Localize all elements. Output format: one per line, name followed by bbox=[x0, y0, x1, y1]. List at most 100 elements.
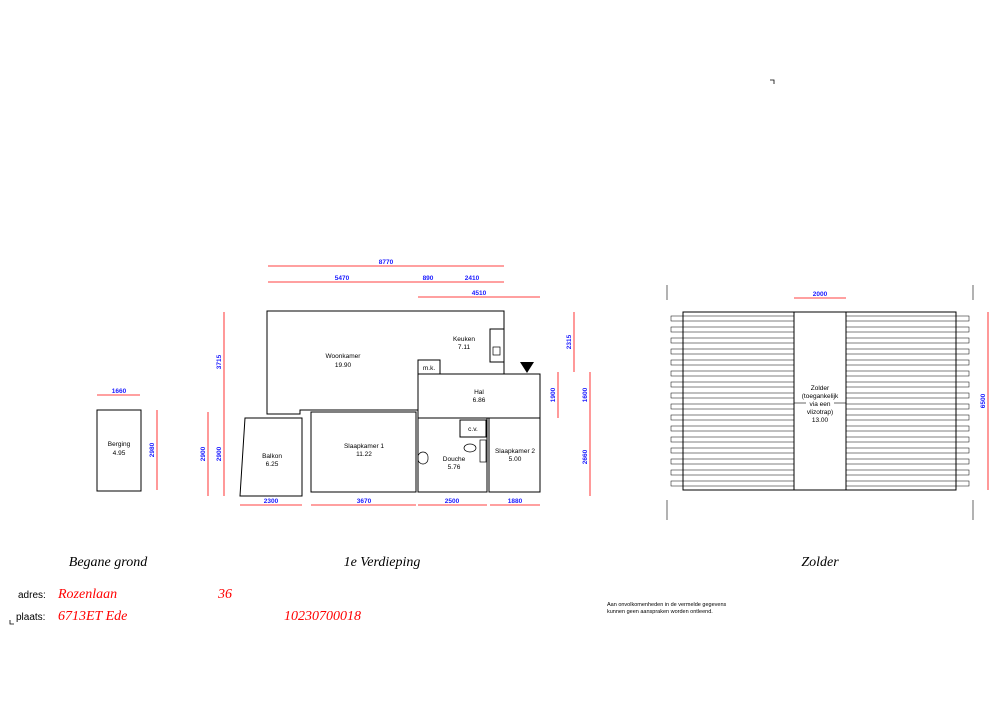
zolder-label-4: vlizotrap) bbox=[807, 409, 833, 416]
berging-label: Berging bbox=[108, 441, 131, 448]
plaats-value: 6713ET Ede bbox=[58, 609, 127, 624]
title-zolder: Zolder bbox=[801, 555, 839, 570]
stair-arrow-icon bbox=[520, 362, 534, 373]
dim-3670: 3670 bbox=[357, 498, 372, 505]
dim-berging-height: 2980 bbox=[149, 442, 156, 457]
slaapkamer2-room bbox=[488, 417, 541, 493]
corner-mark bbox=[770, 79, 775, 84]
slaapkamer1-area: 11.22 bbox=[356, 451, 372, 458]
zolder-area: 13.00 bbox=[812, 417, 829, 424]
dim-2900-a: 2900 bbox=[200, 446, 207, 461]
dim-890: 890 bbox=[423, 275, 434, 282]
slaapkamer1-room bbox=[310, 411, 417, 493]
roof-batten bbox=[670, 414, 795, 421]
douche-room bbox=[417, 417, 488, 493]
berging-plan: 1660 2980 Berging 4.95 bbox=[96, 388, 158, 492]
douche-label: Douche bbox=[443, 456, 466, 463]
keuken-area: 7.11 bbox=[458, 344, 471, 351]
roof-batten bbox=[845, 359, 970, 366]
roof-batten bbox=[670, 447, 795, 454]
balkon-label: Balkon bbox=[262, 453, 282, 460]
roof-batten bbox=[845, 348, 970, 355]
dim-5470: 5470 bbox=[335, 275, 350, 282]
plaats-label: plaats: bbox=[16, 612, 45, 623]
dim-2300: 2300 bbox=[264, 498, 279, 505]
upper-block-walls bbox=[266, 310, 541, 419]
roof-batten bbox=[670, 480, 795, 487]
cv-label: c.v. bbox=[468, 426, 478, 433]
dim-1600: 1600 bbox=[582, 387, 589, 402]
kitchen-counter bbox=[489, 328, 505, 363]
verdieping-plan: m.k. c.v. Woonkamer 19.90 Keuken 7.11 Ha… bbox=[239, 310, 541, 497]
woonkamer-label: Woonkamer bbox=[326, 353, 362, 360]
disclaimer-line-2: kunnen geen aanspraken worden ontleend. bbox=[607, 609, 713, 615]
keuken-label: Keuken bbox=[453, 336, 475, 343]
dim-2900-b: 2900 bbox=[216, 446, 223, 461]
zolder-plan: 2000 6500 Zolder (toegankelijk via een v… bbox=[666, 285, 989, 520]
dim-2500: 2500 bbox=[445, 498, 460, 505]
roof-batten bbox=[670, 469, 795, 476]
roof-batten bbox=[670, 458, 795, 465]
roof-batten bbox=[845, 403, 970, 410]
dim-2660: 2660 bbox=[582, 449, 589, 464]
roof-batten bbox=[845, 414, 970, 421]
zolder-room bbox=[793, 311, 847, 491]
roof-batten bbox=[670, 348, 795, 355]
roof-batten bbox=[845, 381, 970, 388]
berging-room bbox=[96, 409, 142, 492]
berging-area: 4.95 bbox=[113, 450, 126, 457]
dim-2315: 2315 bbox=[566, 334, 573, 349]
adres-number: 36 bbox=[217, 587, 232, 602]
roof-batten bbox=[670, 370, 795, 377]
zolder-label-2: (toegankelijk bbox=[802, 393, 839, 400]
roof-batten bbox=[845, 469, 970, 476]
roof-batten bbox=[845, 436, 970, 443]
balkon-area: 6.25 bbox=[266, 461, 279, 468]
dim-zolder-width: 2000 bbox=[813, 291, 828, 298]
dim-zolder-depth: 6500 bbox=[980, 393, 987, 408]
roof-batten bbox=[845, 337, 970, 344]
douche-area: 5.76 bbox=[448, 464, 461, 471]
dim-total-width: 8770 bbox=[379, 259, 394, 266]
zolder-label-3: via een bbox=[810, 401, 831, 408]
washbasin-icon bbox=[463, 443, 477, 453]
roof-batten bbox=[670, 403, 795, 410]
slaapkamer1-label: Slaapkamer 1 bbox=[344, 443, 384, 450]
mk-label: m.k. bbox=[423, 365, 435, 372]
title-verdieping: 1e Verdieping bbox=[344, 555, 421, 570]
left-dimensions: 3715 2900 2900 bbox=[200, 312, 225, 496]
roof-batten bbox=[845, 315, 970, 322]
dim-4510: 4510 bbox=[472, 290, 487, 297]
title-begane-grond: Begane grond bbox=[69, 555, 148, 570]
shower-icon bbox=[479, 439, 487, 463]
dim-3715: 3715 bbox=[216, 354, 223, 369]
toilet-icon bbox=[417, 451, 429, 465]
top-dimensions: 8770 5470 890 2410 4510 bbox=[268, 259, 540, 298]
bottom-dimensions: 2300 3670 2500 1880 bbox=[240, 498, 540, 506]
roof-batten bbox=[845, 326, 970, 333]
woonkamer-area: 19.90 bbox=[335, 362, 352, 369]
roof-batten bbox=[670, 436, 795, 443]
hal-area: 6.86 bbox=[473, 397, 486, 404]
balkon-room bbox=[239, 417, 303, 497]
roof-batten bbox=[845, 425, 970, 432]
adres-street: Rozenlaan bbox=[57, 587, 117, 602]
roof-batten bbox=[845, 370, 970, 377]
roof-batten bbox=[845, 447, 970, 454]
reference-number: 10230700018 bbox=[284, 609, 361, 624]
slaapkamer2-label: Slaapkamer 2 bbox=[495, 448, 535, 455]
roof-batten bbox=[670, 425, 795, 432]
roof-batten bbox=[670, 337, 795, 344]
roof-batten bbox=[670, 326, 795, 333]
dim-2410: 2410 bbox=[465, 275, 480, 282]
roof-batten bbox=[845, 392, 970, 399]
disclaimer-line-1: Aan onvolkomenheden in de vermelde gegev… bbox=[607, 602, 726, 608]
roof-batten bbox=[670, 381, 795, 388]
roof-batten bbox=[845, 480, 970, 487]
dim-1880: 1880 bbox=[508, 498, 523, 505]
hal-label: Hal bbox=[474, 389, 484, 396]
adres-label: adres: bbox=[18, 590, 46, 601]
dim-berging-width: 1660 bbox=[112, 388, 127, 395]
roof-batten bbox=[670, 392, 795, 399]
